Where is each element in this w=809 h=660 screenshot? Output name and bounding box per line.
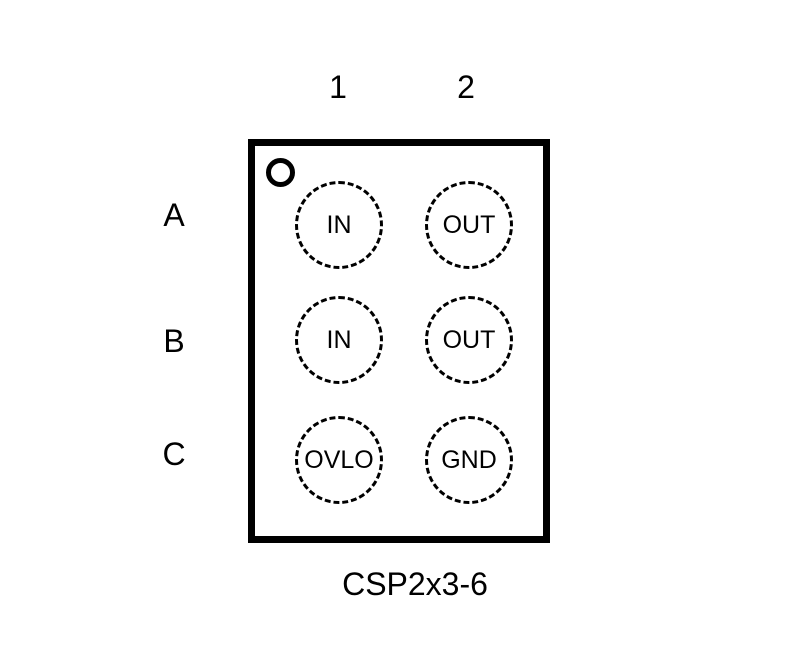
pin-c1: OVLO (295, 416, 383, 504)
row-label-b: B (163, 323, 185, 359)
pin1-indicator-icon (266, 158, 295, 187)
pin-a2: OUT (425, 181, 513, 269)
pin-c2: GND (425, 416, 513, 504)
row-label-c: C (162, 436, 186, 472)
pin-b2: OUT (425, 296, 513, 384)
column-label-1: 1 (329, 69, 347, 105)
pin-a1: IN (295, 181, 383, 269)
package-name-label: CSP2x3-6 (342, 566, 488, 602)
pin-b1: IN (295, 296, 383, 384)
row-label-a: A (163, 197, 185, 233)
column-label-2: 2 (457, 69, 475, 105)
